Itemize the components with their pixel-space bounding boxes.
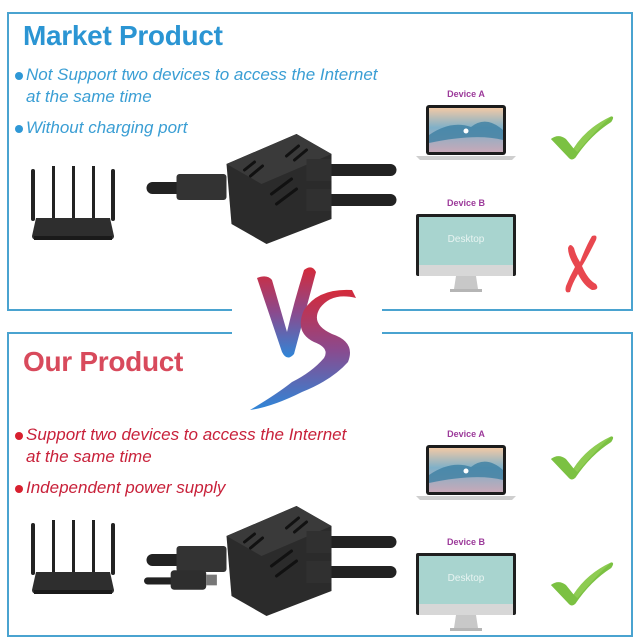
laptop-icon [416, 445, 516, 501]
bullet-dot-icon [15, 432, 23, 440]
market-bullet-list: Not Support two devices to access the In… [15, 64, 378, 148]
bullet-dot-icon [15, 485, 23, 493]
market-device-a: Device A [411, 89, 521, 166]
market-bullet-1: Not Support two devices to access the In… [15, 64, 378, 108]
market-product-title: Market Product [23, 20, 223, 51]
our-device-b: Device B Desktop [411, 537, 521, 633]
check-icon [549, 434, 615, 482]
market-device-b: Device B Desktop [411, 198, 521, 294]
router-icon [27, 520, 119, 600]
laptop-icon [416, 105, 516, 161]
powered-ethernet-splitter-icon [144, 506, 399, 616]
bullet-text-cont: at the same time [26, 87, 152, 106]
desktop-monitor-icon [416, 553, 516, 633]
bullet-text-cont: at the same time [26, 447, 152, 466]
our-bullet-2: Independent power supply [15, 477, 346, 499]
check-icon [549, 114, 615, 162]
bullet-text: Not Support two devices to access the In… [26, 65, 378, 84]
usb-power-cable-icon [144, 566, 224, 594]
vs-emblem-icon [232, 262, 382, 422]
monitor-screen-text: Desktop [447, 573, 485, 584]
check-icon [549, 560, 615, 608]
market-product-panel: Market Product Not Support two devices t… [7, 12, 633, 311]
our-bullet-1: Support two devices to access the Intern… [15, 424, 346, 468]
device-a-label: Device A [447, 89, 485, 99]
bullet-text: Support two devices to access the Intern… [26, 425, 347, 444]
our-product-title: Our Product [23, 346, 184, 377]
router-icon [27, 166, 119, 246]
bullet-text: Independent power supply [26, 478, 226, 497]
device-b-label: Device B [446, 198, 486, 208]
our-product-panel: Our Product Support two devices to acces… [7, 332, 633, 637]
bullet-dot-icon [15, 72, 23, 80]
bullet-dot-icon [15, 125, 23, 133]
bullet-text: Without charging port [26, 118, 188, 137]
ethernet-splitter-icon [144, 134, 399, 244]
market-bullet-2: Without charging port [15, 117, 378, 139]
our-bullet-list: Support two devices to access the Intern… [15, 424, 346, 508]
desktop-monitor-icon [416, 214, 516, 294]
device-b-label: Device B [446, 537, 486, 547]
device-a-label: Device A [447, 429, 485, 439]
cross-icon [562, 234, 602, 294]
our-device-a: Device A [411, 429, 521, 506]
monitor-screen-text: Desktop [447, 234, 485, 245]
